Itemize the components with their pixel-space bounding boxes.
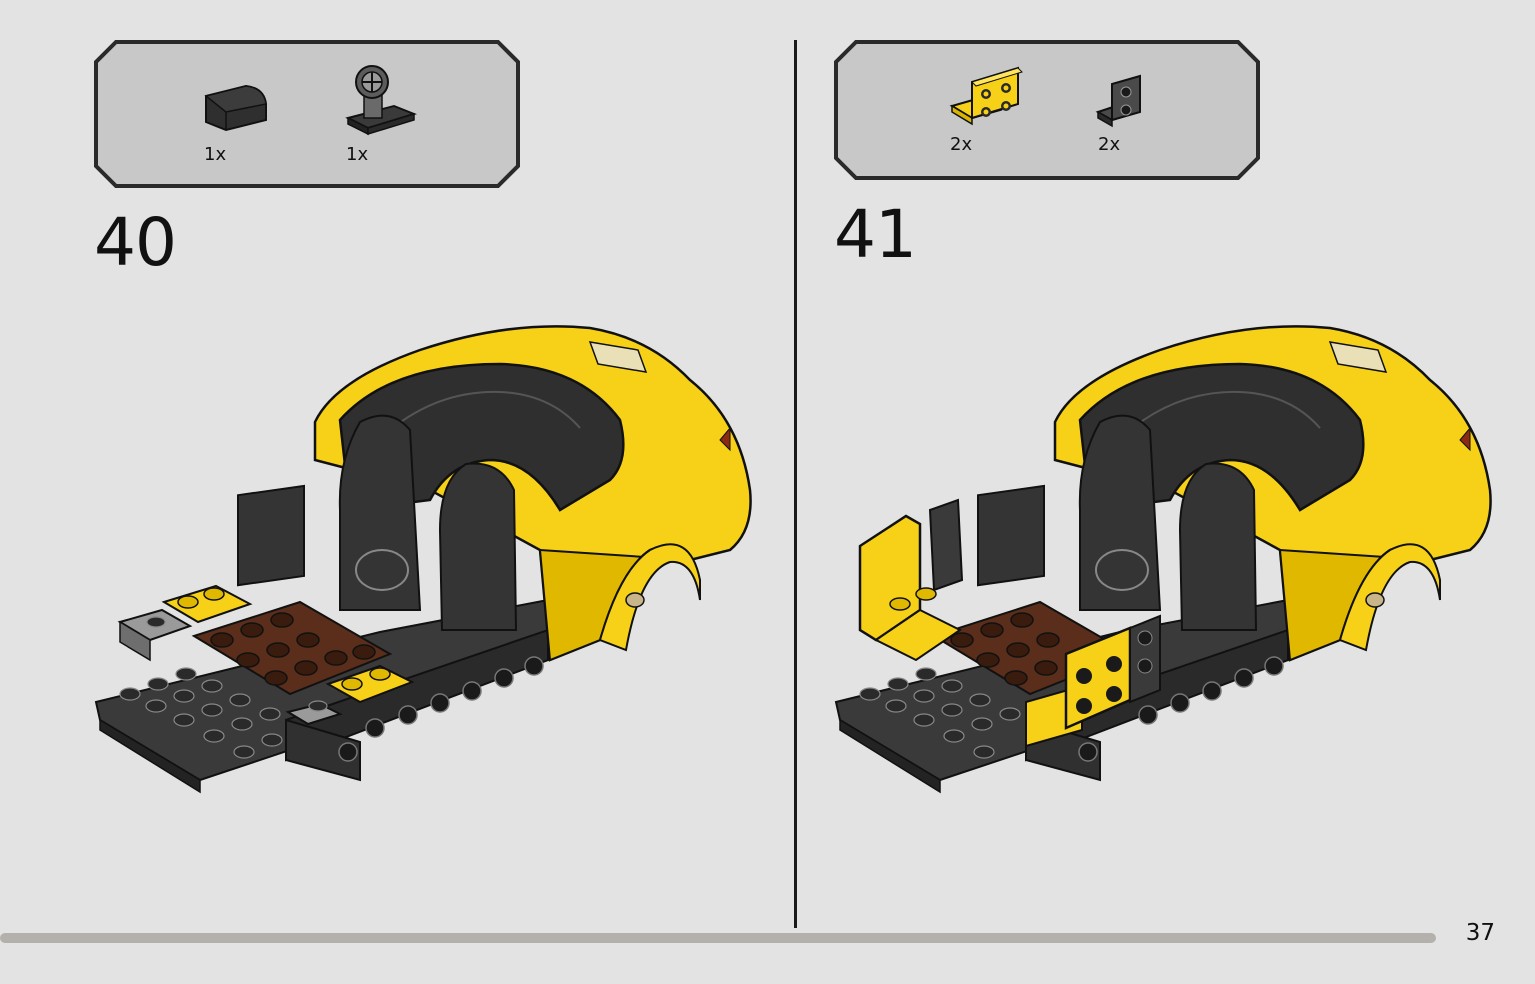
yellow-bracket-icon	[948, 60, 1026, 132]
black-curved-slope-icon	[198, 82, 270, 134]
part-qty-label: 1x	[204, 144, 227, 165]
parts-list-frame	[834, 40, 1260, 180]
parts-list-frame	[94, 40, 520, 188]
page-number: 37	[1465, 920, 1495, 946]
model-assembly-step-41	[834, 325, 1492, 794]
page-progress-bar	[0, 933, 1436, 943]
part-qty-label: 2x	[950, 134, 973, 155]
steering-wheel-bracket-icon	[342, 62, 418, 136]
step-number: 40	[94, 204, 177, 281]
model-assembly-step-40	[94, 325, 752, 794]
part-qty-label: 1x	[346, 144, 369, 165]
dark-grey-bracket-icon	[1094, 72, 1150, 134]
step-divider	[794, 40, 797, 928]
step-number: 41	[834, 196, 917, 273]
part-qty-label: 2x	[1098, 134, 1121, 155]
parts-list-step-41: 2x 2x	[834, 40, 1260, 180]
parts-list-step-40: 1x 1x	[94, 40, 520, 188]
